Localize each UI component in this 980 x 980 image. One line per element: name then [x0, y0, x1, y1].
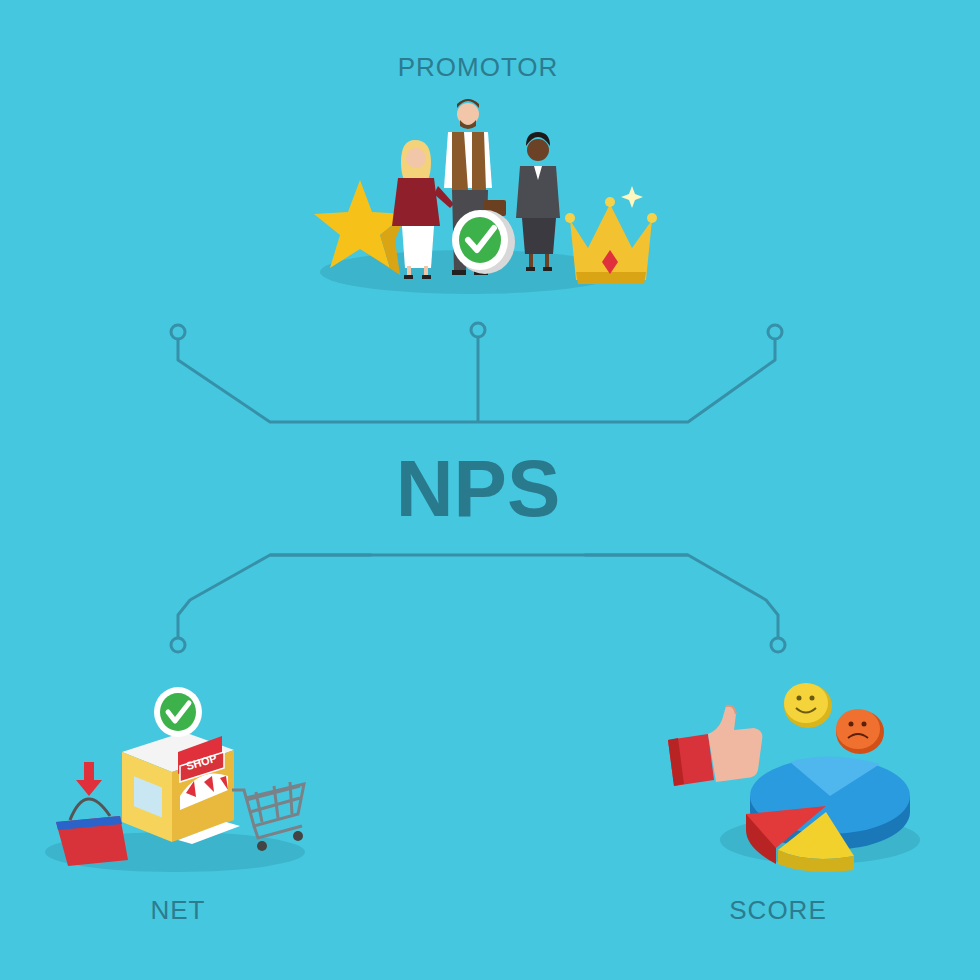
promotor-illustration	[314, 99, 657, 294]
promotor-group: PROMOTOR	[300, 40, 656, 323]
net-illustration	[45, 687, 305, 872]
branch-connector	[585, 555, 779, 652]
end-dot	[771, 638, 785, 652]
score-group: SCORE	[638, 652, 918, 942]
nps-center: NPS	[372, 422, 585, 555]
score-illustration	[668, 683, 920, 872]
shop-sign	[180, 752, 224, 782]
end-dot	[768, 325, 782, 339]
group-label: NET	[151, 895, 206, 926]
end-dot	[171, 325, 185, 339]
branch-connector	[178, 555, 372, 652]
end-dot	[171, 638, 185, 652]
center-title: NPS	[396, 449, 561, 529]
end-dot	[471, 323, 485, 337]
group-label: SCORE	[729, 895, 826, 926]
net-group: NET	[40, 652, 316, 942]
group-label: PROMOTOR	[398, 52, 559, 83]
